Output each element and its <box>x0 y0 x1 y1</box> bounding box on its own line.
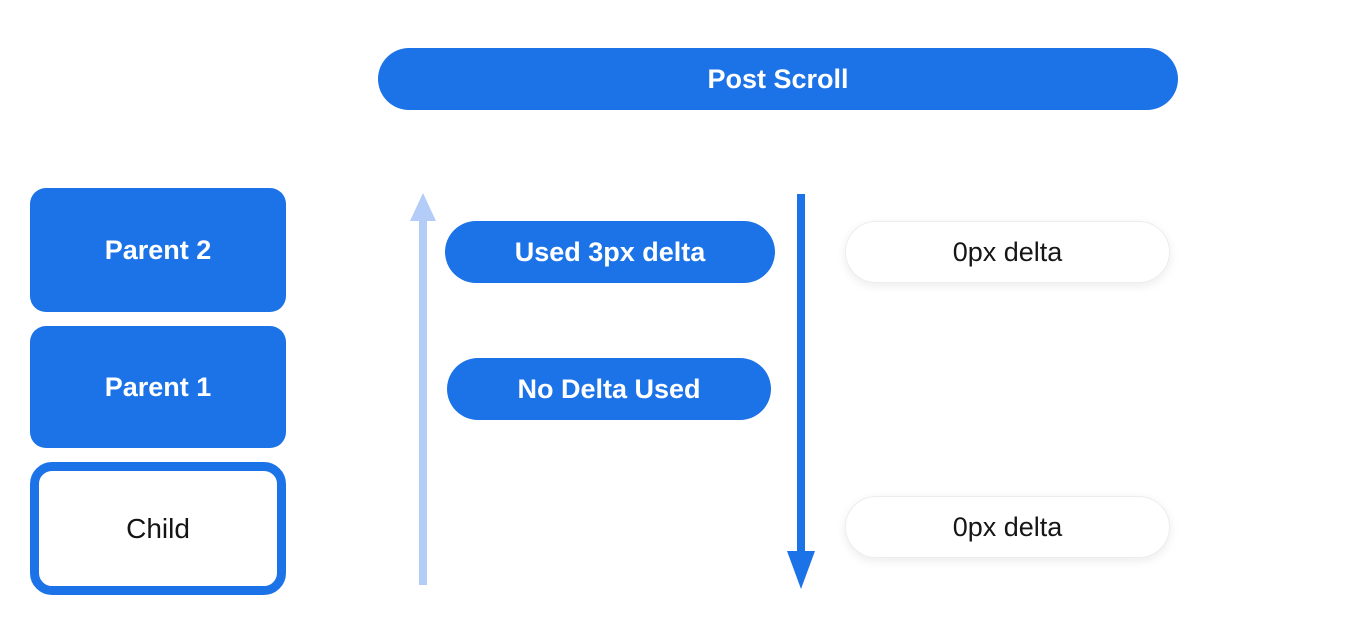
used-delta-badge: Used 3px delta <box>445 221 775 283</box>
child-label: Child <box>126 512 190 544</box>
no-delta-badge: No Delta Used <box>447 358 771 420</box>
parent-2-label: Parent 2 <box>104 234 212 265</box>
parent-2-node: Parent 2 <box>30 188 286 312</box>
used-delta-label: Used 3px delta <box>514 236 706 267</box>
zero-delta-top-badge: 0px delta <box>845 221 1170 283</box>
parent-1-node: Parent 1 <box>30 326 286 448</box>
up-arrow-icon <box>410 193 436 585</box>
zero-delta-top-label: 0px delta <box>952 236 1063 267</box>
zero-delta-bottom-label: 0px delta <box>952 511 1063 542</box>
post-scroll-label: Post Scroll <box>707 63 849 94</box>
parent-1-label: Parent 1 <box>104 371 212 402</box>
post-scroll-banner: Post Scroll <box>378 48 1178 110</box>
down-arrow-icon <box>787 194 815 589</box>
zero-delta-bottom-badge: 0px delta <box>845 496 1170 558</box>
child-node: Child <box>30 462 286 595</box>
no-delta-label: No Delta Used <box>517 373 701 404</box>
